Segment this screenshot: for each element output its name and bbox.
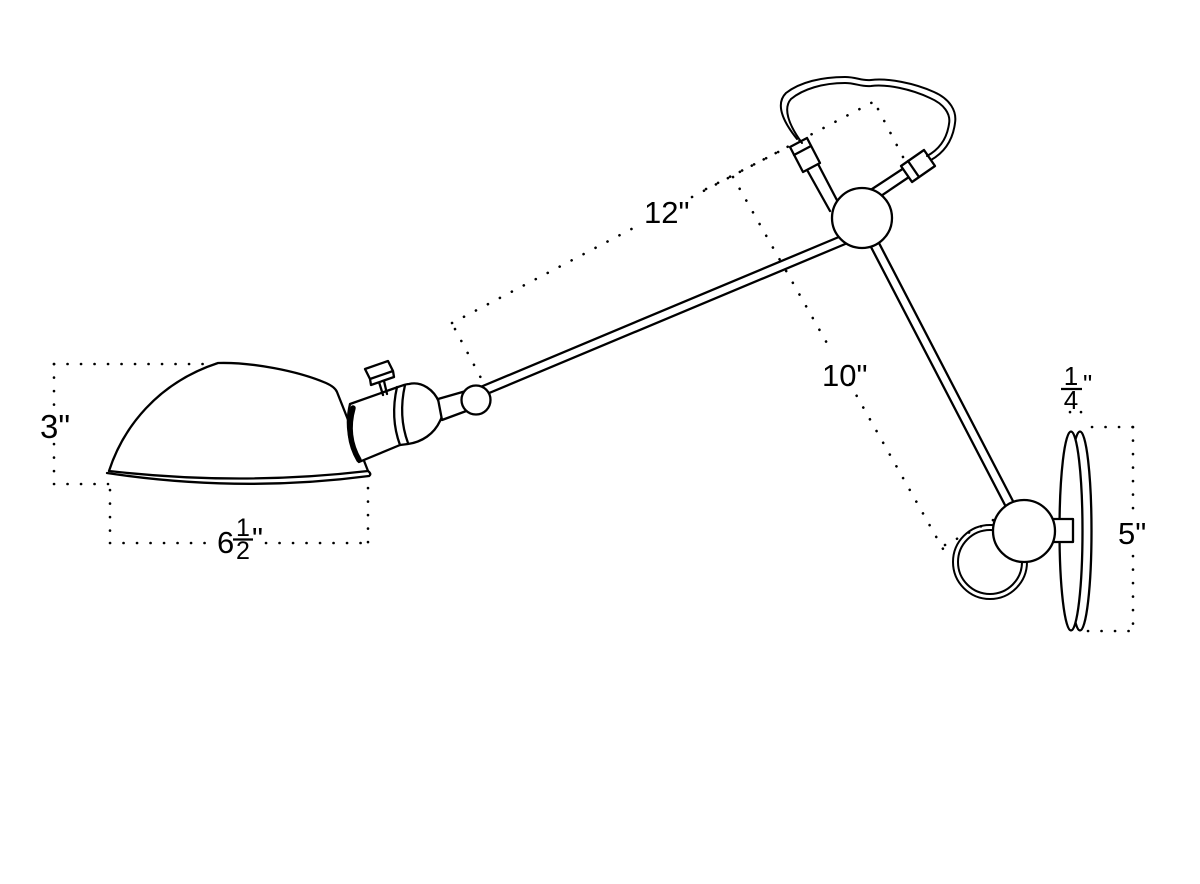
label-shade-height: 3" (40, 408, 70, 445)
lower-arm-dimension-line-upper (731, 175, 830, 347)
dimension-lines (52, 100, 1143, 633)
shade-rim (105, 469, 372, 485)
lamp-shade (105, 361, 372, 485)
label-shade-width: 6 1 2 " (217, 514, 263, 565)
socket-back-band (347, 405, 362, 463)
wall-mount (952, 430, 1093, 632)
cord-outer (779, 75, 957, 161)
top-ball-joint (830, 186, 894, 250)
lower-arm-tail-line-2 (804, 166, 832, 213)
cord-inner (786, 81, 951, 157)
cord-collar-left (788, 136, 822, 174)
label-shade-width-whole: 6 (217, 525, 234, 560)
lower-arm-line-1 (856, 220, 1022, 536)
switch-key-stem-2 (382, 379, 389, 396)
label-backplate-thickness-numerator: 1 (1064, 361, 1078, 391)
power-cord-top-loop (779, 75, 957, 161)
label-backplate-height: 5" (1118, 516, 1146, 551)
cord-collar-left-divider (792, 144, 813, 157)
upper-arm-extension-right (876, 107, 905, 159)
lower-arm-extension-bottom (943, 516, 999, 547)
switch-key-stem (377, 380, 385, 397)
socket-ring-1 (392, 385, 402, 447)
lower-arm-dimension-line-lower (848, 382, 949, 558)
label-shade-width-unit: " (252, 521, 263, 556)
label-backplate-thickness-denominator: 4 (1064, 385, 1078, 415)
upper-arm-extension-left (453, 327, 484, 382)
lower-arm-line-2 (864, 216, 1030, 532)
label-backplate-thickness: 1 4 " (1061, 361, 1092, 415)
switch-key-icon (363, 359, 396, 397)
cord-collar-left-body (788, 136, 822, 174)
label-shade-width-denominator: 2 (236, 537, 250, 565)
wall-ball-joint (991, 498, 1057, 564)
upper-arm-tail-line-1 (867, 166, 906, 193)
upper-arm-line-2 (480, 240, 852, 398)
shade-dome (107, 361, 370, 480)
socket-assembly (346, 359, 471, 464)
label-lower-arm-length: 10" (822, 358, 868, 393)
upper-arm-dimension-line-left (450, 222, 643, 325)
elbow-ball-joint (460, 384, 492, 416)
socket-ring-2 (400, 383, 410, 445)
dimension-labels: 3" 12" 10" 5" 6 1 2 " 1 4 " (40, 195, 1146, 565)
label-shade-width-numerator: 1 (236, 514, 250, 542)
cord-collar-right-divider (906, 159, 921, 179)
swing-arms (476, 136, 1030, 536)
label-upper-arm-length: 12" (644, 195, 690, 230)
switch-key-paddle (363, 359, 396, 387)
upper-arm-line-1 (476, 232, 848, 390)
lower-arm-tail-line-1 (815, 160, 842, 208)
label-backplate-thickness-unit: " (1083, 369, 1092, 399)
